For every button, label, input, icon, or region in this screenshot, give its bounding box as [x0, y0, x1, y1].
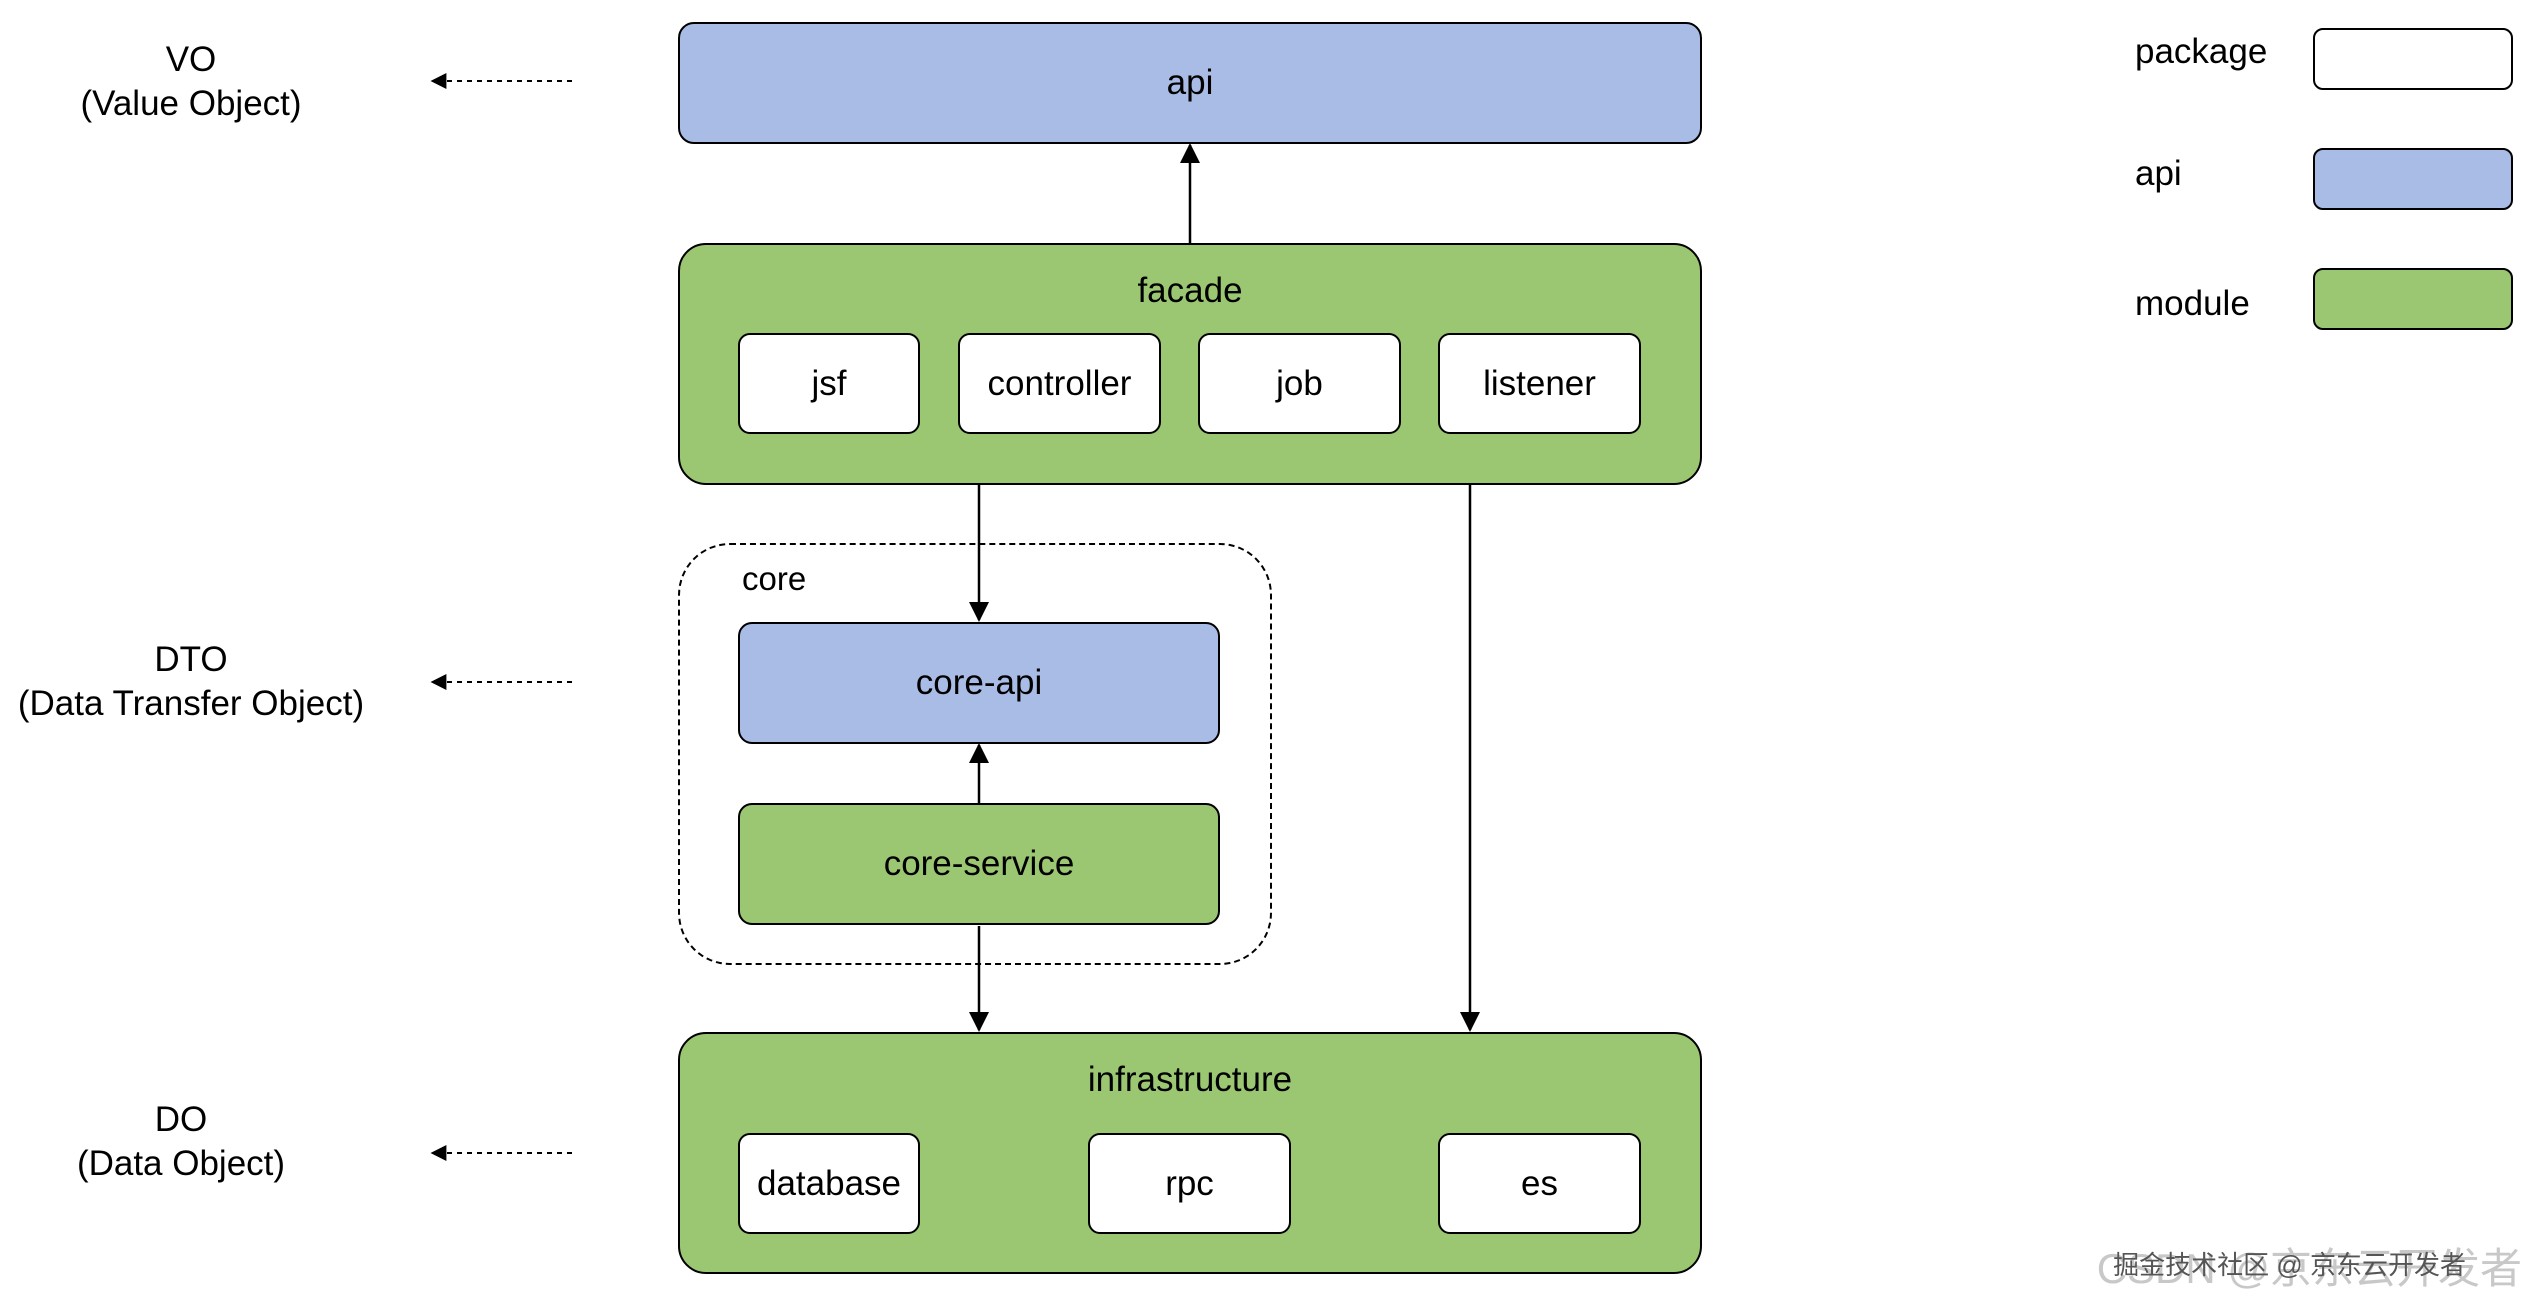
legend-label-package: package — [2135, 32, 2268, 71]
legend-label-module: module — [2135, 284, 2250, 323]
do-full-name: (Data Object) — [76, 1144, 286, 1183]
core-title: core — [742, 560, 807, 597]
package-controller: controller — [958, 333, 1161, 434]
core-api-node: core-api — [738, 622, 1220, 744]
api-node-label: api — [1166, 63, 1214, 102]
dto-name: DTO — [154, 640, 228, 679]
vo-name: VO — [165, 40, 217, 79]
package-job: job — [1198, 333, 1401, 434]
core-group — [678, 543, 1272, 965]
core-service-node: core-service — [738, 803, 1220, 925]
package-es-label: es — [1521, 1163, 1558, 1203]
package-job-label: job — [1276, 363, 1323, 403]
dto-full-name: (Data Transfer Object) — [17, 684, 365, 723]
watermark-main: CSDN @京东云开发者 — [2096, 1245, 2522, 1292]
package-controller-label: controller — [987, 363, 1132, 403]
package-database-label: database — [756, 1163, 902, 1203]
legend-swatch-package — [2313, 28, 2513, 90]
facade-title: facade — [1137, 271, 1243, 310]
package-listener: listener — [1438, 333, 1641, 434]
legend-swatch-api — [2313, 148, 2513, 210]
dto-label: DTO (Data Transfer Object) — [0, 638, 382, 726]
do-name: DO — [154, 1100, 208, 1139]
do-label: DO (Data Object) — [60, 1098, 302, 1186]
core-api-label: core-api — [915, 663, 1043, 702]
package-jsf-label: jsf — [811, 363, 847, 403]
package-jsf: jsf — [738, 333, 920, 434]
vo-label: VO (Value Object) — [60, 38, 322, 126]
package-listener-label: listener — [1483, 363, 1596, 403]
package-database: database — [738, 1133, 920, 1234]
api-node: api — [678, 22, 1702, 144]
infrastructure-title: infrastructure — [1087, 1060, 1293, 1099]
legend-swatch-module — [2313, 268, 2513, 330]
package-es: es — [1438, 1133, 1641, 1234]
watermark-overlay: 掘金技术社区 @ 京东云开发者 — [2113, 1250, 2466, 1280]
package-rpc: rpc — [1088, 1133, 1291, 1234]
watermark: CSDN @京东云开发者 — [2097, 1235, 2522, 1296]
legend-label-api: api — [2135, 154, 2182, 193]
core-service-label: core-service — [883, 844, 1075, 883]
vo-full-name: (Value Object) — [80, 84, 302, 123]
package-rpc-label: rpc — [1165, 1163, 1214, 1203]
